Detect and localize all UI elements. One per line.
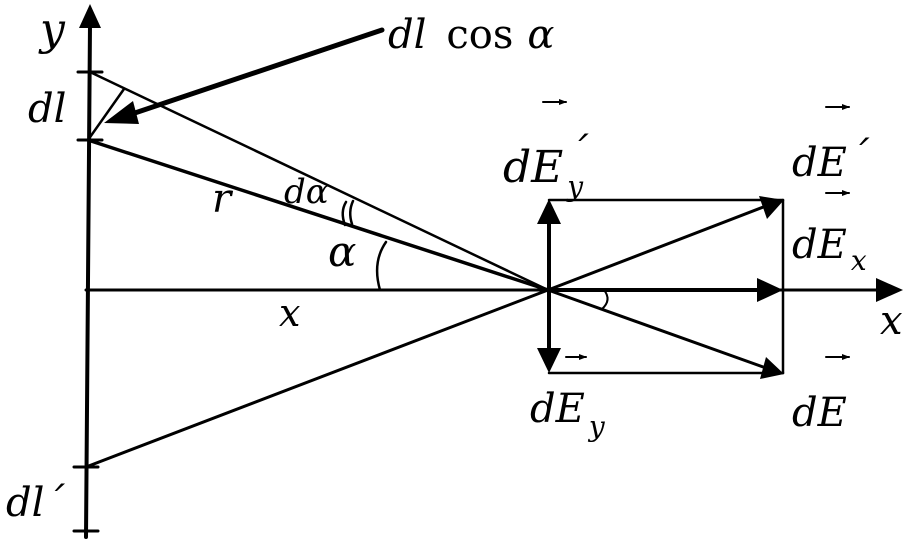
ray-r-upper: [88, 70, 550, 292]
dEy-label: dE y: [530, 386, 606, 443]
ray-r-lower: [86, 138, 550, 292]
dEx-label: dE x: [792, 222, 867, 277]
ray-dl-prime: [84, 288, 550, 469]
vector-dEy: [537, 288, 561, 373]
dl-label: dl: [28, 86, 66, 132]
dEy-prime-mark: ´: [568, 130, 589, 176]
x-distance-label: x: [279, 291, 300, 335]
y-axis: [79, 4, 101, 539]
r-label: r: [212, 176, 234, 222]
x-axis-label: x: [880, 298, 903, 344]
vector-dE-prime: [546, 196, 784, 292]
dl-cos-alpha-segment: [86, 87, 126, 142]
dE-label: dE: [792, 390, 847, 436]
small-angle-arc: [601, 289, 609, 310]
dEy-prime-label: dE y: [503, 142, 584, 203]
d-alpha-arc-1: [341, 200, 348, 227]
dE-prime-label: dE ´: [792, 134, 870, 186]
dl-prime-label: dl´: [6, 480, 65, 526]
dl-cos-alpha-pointer-arrow: [104, 27, 385, 124]
y-axis-label: y: [38, 4, 66, 55]
vector-dEx: [546, 278, 783, 302]
d-alpha-arc-2: [349, 199, 355, 226]
dl-cos-alpha-label: dl cos α: [388, 12, 554, 58]
vector-dEy-prime: [537, 199, 561, 292]
d-alpha-label: dα: [284, 172, 329, 212]
alpha-label: α: [328, 227, 356, 276]
alpha-angle-arc: [375, 240, 388, 292]
vector-dE: [546, 288, 784, 379]
